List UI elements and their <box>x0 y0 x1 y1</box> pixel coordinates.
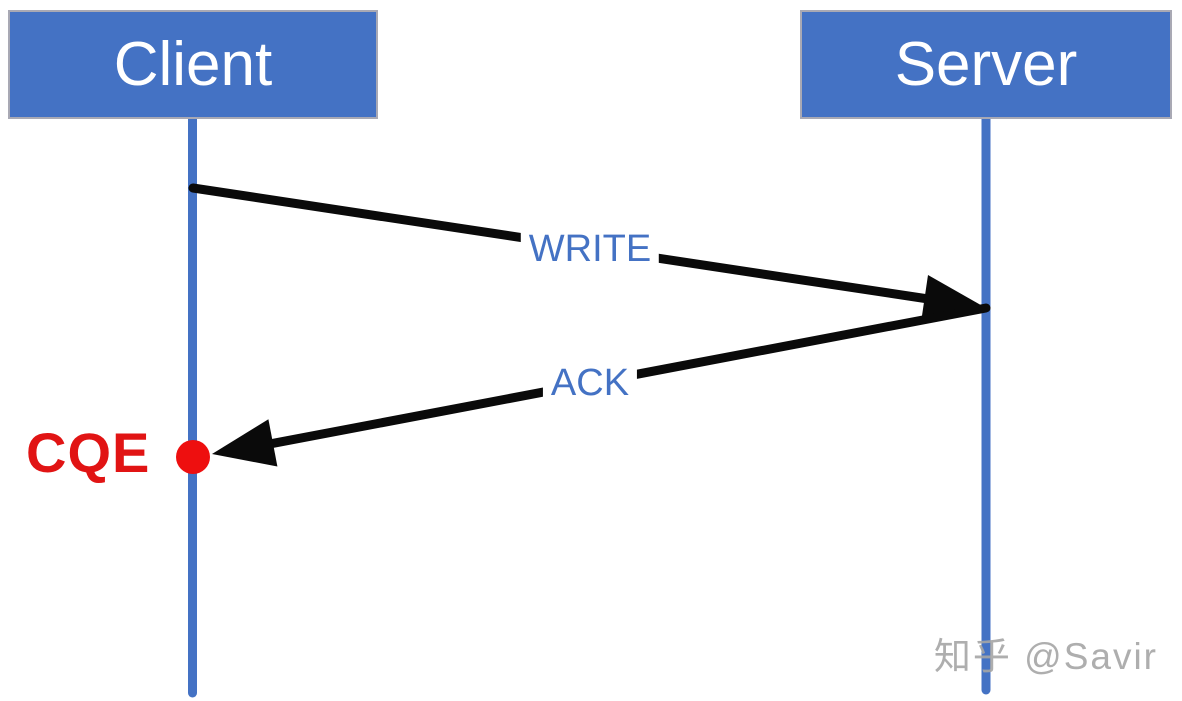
actor-box-client: Client <box>8 10 378 119</box>
message-label-write: WRITE <box>520 228 660 271</box>
message-label-ack: ACK <box>542 362 638 405</box>
actor-label-server: Server <box>894 30 1078 99</box>
watermark-text: 知乎 @Savir <box>933 636 1158 677</box>
cqe-event-label: CQE <box>26 420 151 484</box>
actor-box-server: Server <box>800 10 1172 119</box>
cqe-event-dot <box>176 440 210 474</box>
actor-label-client: Client <box>113 30 273 99</box>
ack-arrowhead <box>212 419 278 467</box>
